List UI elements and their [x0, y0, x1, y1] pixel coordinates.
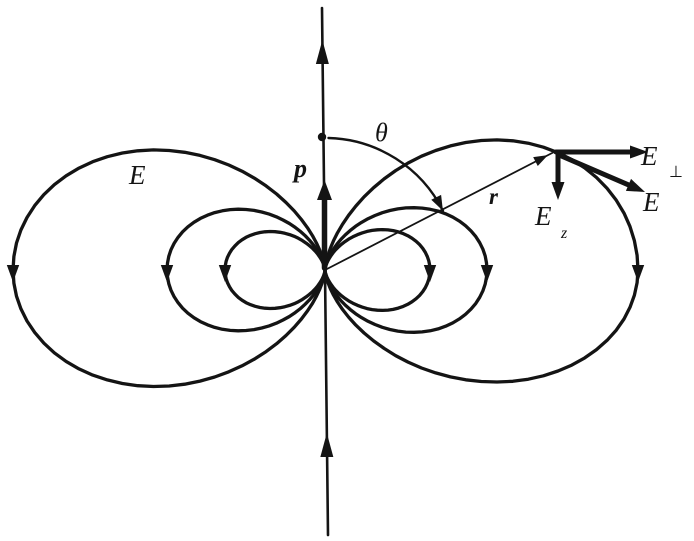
- label-dipole-moment: p: [292, 154, 307, 183]
- field-line-loop: [323, 206, 489, 334]
- label-e-total: E: [642, 187, 660, 217]
- theta-arc: [327, 136, 445, 212]
- field-geometry: [6, 6, 648, 537]
- r-vector-arrowhead: [533, 155, 548, 167]
- label-e-perpendicular: E: [640, 141, 658, 171]
- axis-arrowhead: [320, 433, 334, 457]
- e-total-vector: [556, 152, 634, 189]
- label-e-field-left: E: [128, 160, 146, 190]
- axis-point-marker: [317, 132, 327, 142]
- field-line-arrowhead: [631, 265, 645, 282]
- label-layer: E p θ r E ⊥ E E z: [128, 118, 683, 242]
- e-z-vector-head: [551, 182, 565, 200]
- label-e-z-subscript: z: [560, 225, 568, 242]
- r-vector: [324, 150, 557, 271]
- field-line-arrowhead: [6, 265, 20, 282]
- label-e-perpendicular-subscript: ⊥: [669, 164, 683, 181]
- label-r-vector: r: [489, 184, 499, 209]
- axis-arrowhead: [315, 40, 329, 64]
- field-line-loop: [165, 207, 327, 333]
- field-line-arrowhead: [218, 265, 232, 282]
- theta-arc-arrowhead: [431, 194, 443, 211]
- field-line-loop: [323, 138, 640, 384]
- e-perpendicular-vector-head: [630, 145, 648, 159]
- label-theta: θ: [375, 118, 388, 147]
- field-line-arrowhead: [480, 265, 494, 282]
- p-vector-head: [317, 180, 332, 200]
- label-e-z: E: [534, 201, 552, 231]
- e-total-vector-head: [625, 178, 645, 192]
- field-line-arrowhead: [160, 265, 174, 282]
- field-line-arrowhead: [423, 265, 437, 282]
